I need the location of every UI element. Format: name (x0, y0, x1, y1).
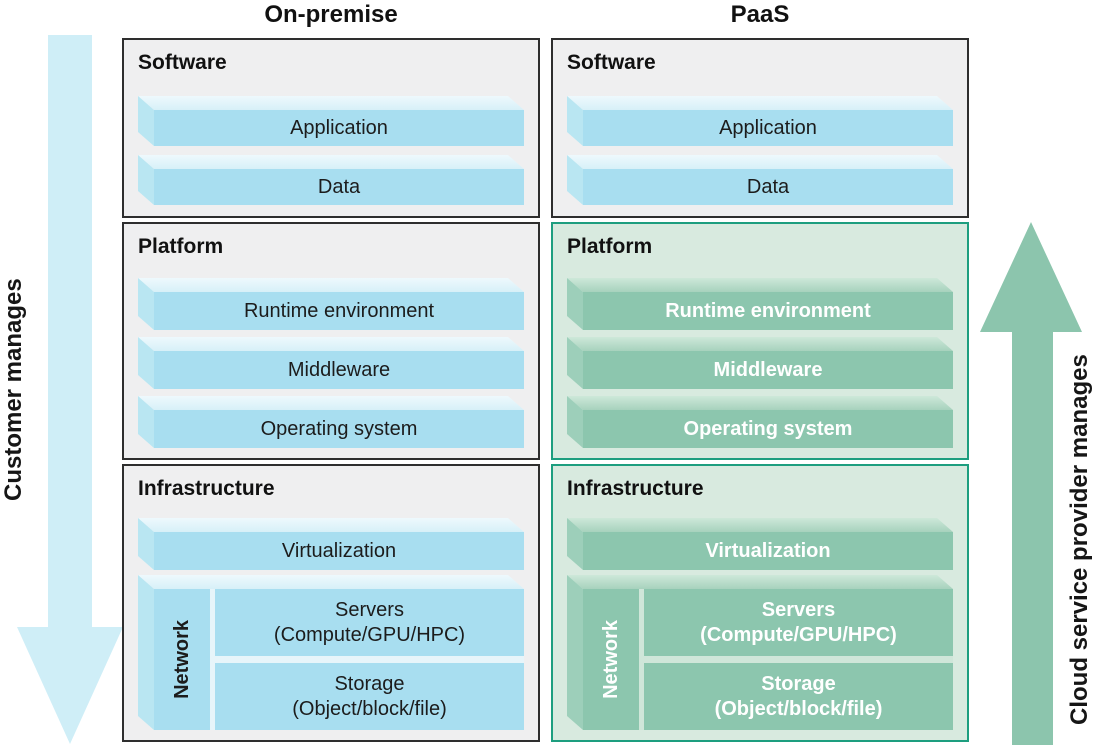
bar-application: Application (138, 96, 524, 146)
bar-side-face (567, 278, 583, 330)
bar-operating-system: Operating system (138, 396, 524, 448)
panel-platform-on-premise: Platform Runtime environment Middleware … (122, 222, 540, 460)
bar-label-servers-detail: (Compute/GPU/HPC) (700, 623, 897, 646)
panel-platform-paas: Platform Runtime environment Middleware … (551, 222, 969, 460)
bar-top-face (138, 155, 524, 169)
bar-side-face (567, 337, 583, 389)
bar-middleware: Middleware (138, 337, 524, 389)
bar-middleware: Middleware (567, 337, 953, 389)
network-block: Network Servers (Compute/GPU/HPC) Storag… (138, 575, 524, 730)
bar-label-storage-detail: (Object/block/file) (714, 697, 883, 720)
bar-label-middleware: Middleware (713, 358, 823, 381)
bar-top-face (567, 278, 953, 292)
bar-label-runtime: Runtime environment (243, 299, 435, 322)
bar-label-data: Data (317, 175, 361, 198)
bar-label-middleware: Middleware (287, 358, 391, 381)
bar-label-storage: Storage (334, 672, 405, 695)
bar-side-face (138, 96, 154, 146)
bar-label-storage: Storage (761, 672, 836, 695)
bar-servers: Servers (Compute/GPU/HPC) (644, 589, 953, 656)
bar-storage: Storage (Object/block/file) (644, 663, 953, 730)
provider-manages-label: Cloud service provider manages (1066, 354, 1093, 726)
bar-side-face (138, 337, 154, 389)
bar-label-virtualization: Virtualization (705, 539, 831, 562)
bar-operating-system: Operating system (567, 396, 953, 448)
bar-label-data: Data (746, 175, 790, 198)
bar-side-face (138, 518, 154, 570)
bar-label-application: Application (290, 116, 388, 139)
bar-label-os: Operating system (260, 417, 418, 440)
bar-top-face (138, 575, 524, 589)
bar-side-face (567, 518, 583, 570)
bar-virtualization: Virtualization (567, 518, 953, 570)
bar-top-face (567, 575, 953, 589)
network-strip: Network (583, 589, 639, 730)
panel-title-software: Software (138, 51, 227, 74)
bar-side-face (138, 155, 154, 205)
panel-infrastructure-paas: Infrastructure Virtualization Network Se… (551, 464, 969, 742)
network-strip: Network (154, 589, 210, 730)
bar-top-face (567, 518, 953, 532)
panel-software-on-premise: Software Application Data (122, 38, 540, 218)
bar-top-face (138, 278, 524, 292)
customer-manages-label: Customer manages (0, 278, 27, 502)
bar-top-face (567, 337, 953, 351)
bar-top-face (138, 337, 524, 351)
bar-runtime-environment: Runtime environment (138, 278, 524, 330)
bar-top-face (567, 155, 953, 169)
bar-virtualization: Virtualization (138, 518, 524, 570)
bar-label-servers: Servers (761, 598, 836, 621)
bar-side-face (567, 155, 583, 205)
bar-side-face (138, 396, 154, 448)
bar-data: Data (138, 155, 524, 205)
bar-side-face (567, 575, 583, 730)
bar-top-face (567, 396, 953, 410)
panel-title-software: Software (567, 51, 656, 74)
bar-label-application: Application (719, 116, 817, 139)
network-block: Network Servers (Compute/GPU/HPC) Storag… (567, 575, 953, 730)
panel-title-infrastructure: Infrastructure (138, 477, 275, 500)
column-header-paas: PaaS (730, 1, 790, 28)
bar-runtime-environment: Runtime environment (567, 278, 953, 330)
bar-label-servers: Servers (335, 598, 404, 621)
bar-label-storage-detail: (Object/block/file) (292, 697, 447, 720)
bar-top-face (138, 96, 524, 110)
bar-top-face (567, 96, 953, 110)
bar-application: Application (567, 96, 953, 146)
bar-top-face (138, 518, 524, 532)
bar-side-face (567, 96, 583, 146)
panel-title-infrastructure: Infrastructure (567, 477, 704, 500)
bar-label-servers-detail: (Compute/GPU/HPC) (273, 623, 466, 646)
bar-label-runtime: Runtime environment (665, 299, 871, 322)
panel-title-platform: Platform (567, 235, 653, 258)
bar-servers: Servers (Compute/GPU/HPC) (215, 589, 524, 656)
panel-title-platform: Platform (138, 235, 224, 258)
bar-label-virtualization: Virtualization (281, 539, 397, 562)
panel-software-paas: Software Application Data (551, 38, 969, 218)
network-label: Network (170, 620, 193, 699)
network-label: Network (599, 620, 622, 699)
bar-side-face (138, 575, 154, 730)
bar-label-os: Operating system (683, 417, 853, 440)
panel-infrastructure-on-premise: Infrastructure Virtualization Network Se… (122, 464, 540, 742)
bar-side-face (138, 278, 154, 330)
bar-top-face (138, 396, 524, 410)
column-header-on-premise: On-premise (264, 1, 398, 28)
bar-side-face (567, 396, 583, 448)
bar-storage: Storage (Object/block/file) (215, 663, 524, 730)
bar-data: Data (567, 155, 953, 205)
